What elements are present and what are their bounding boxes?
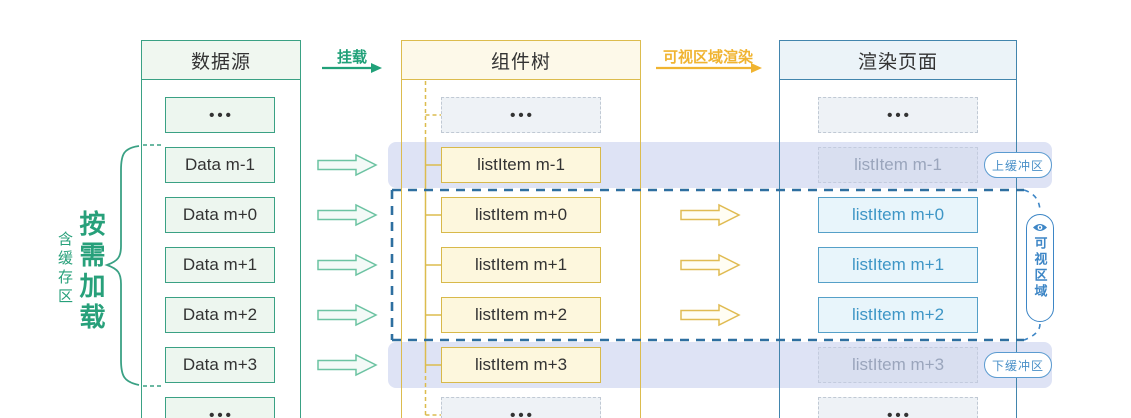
data-item-ellipsis: ••• — [165, 97, 275, 133]
data-to-tree-arrows — [317, 153, 378, 377]
data-source-title: 数据源 — [142, 41, 300, 80]
page-item-buffered: listItem m+3 — [818, 347, 978, 383]
data-item: Data m+2 — [165, 297, 275, 333]
tree-to-page-arrows — [680, 203, 741, 327]
page-item-ellipsis: ••• — [818, 397, 978, 418]
component-tree-column: 组件树 — [401, 40, 641, 418]
flow-arrow-icon — [317, 203, 378, 227]
eye-icon — [1033, 224, 1047, 231]
page-item: listItem m+1 — [818, 247, 978, 283]
page-item: listItem m+0 — [818, 197, 978, 233]
load-on-demand-note: 按需加载 — [76, 210, 106, 334]
flow-arrow-icon — [317, 303, 378, 327]
flow-arrow-icon — [680, 303, 741, 327]
page-item-ellipsis: ••• — [818, 97, 978, 133]
render-page-column: 渲染页面 — [779, 40, 1017, 418]
cache-note: 含缓存区 — [56, 231, 73, 307]
data-source-column: 数据源 — [141, 40, 301, 418]
data-item: Data m+1 — [165, 247, 275, 283]
flow-arrow-icon — [317, 253, 378, 277]
data-item-ellipsis: ••• — [165, 397, 275, 418]
upper-buffer-badge: 上缓冲区 — [984, 152, 1052, 178]
visible-area-badge: 可视区域 — [1026, 214, 1054, 322]
tree-item-ellipsis: ••• — [441, 97, 601, 133]
mount-label: 挂载 — [336, 49, 367, 66]
visible-area-label: 可视区域 — [1032, 236, 1048, 300]
page-item: listItem m+2 — [818, 297, 978, 333]
tree-item-ellipsis: ••• — [441, 397, 601, 418]
page-item-buffered: listItem m-1 — [818, 147, 978, 183]
tree-item: listItem m+3 — [441, 347, 601, 383]
flow-arrow-icon — [317, 353, 378, 377]
render-label: 可视区域渲染 — [662, 49, 753, 66]
data-item: Data m+0 — [165, 197, 275, 233]
render-page-title: 渲染页面 — [780, 41, 1016, 80]
lower-buffer-badge: 下缓冲区 — [984, 352, 1052, 378]
flow-arrow-icon — [317, 153, 378, 177]
tree-item: listItem m+2 — [441, 297, 601, 333]
component-tree-title: 组件树 — [402, 41, 640, 80]
brace-icon — [104, 145, 140, 386]
tree-item: listItem m-1 — [441, 147, 601, 183]
data-item: Data m+3 — [165, 347, 275, 383]
flow-arrow-icon — [680, 253, 741, 277]
tree-item: listItem m+1 — [441, 247, 601, 283]
flow-arrow-icon — [680, 203, 741, 227]
tree-item: listItem m+0 — [441, 197, 601, 233]
data-item: Data m-1 — [165, 147, 275, 183]
